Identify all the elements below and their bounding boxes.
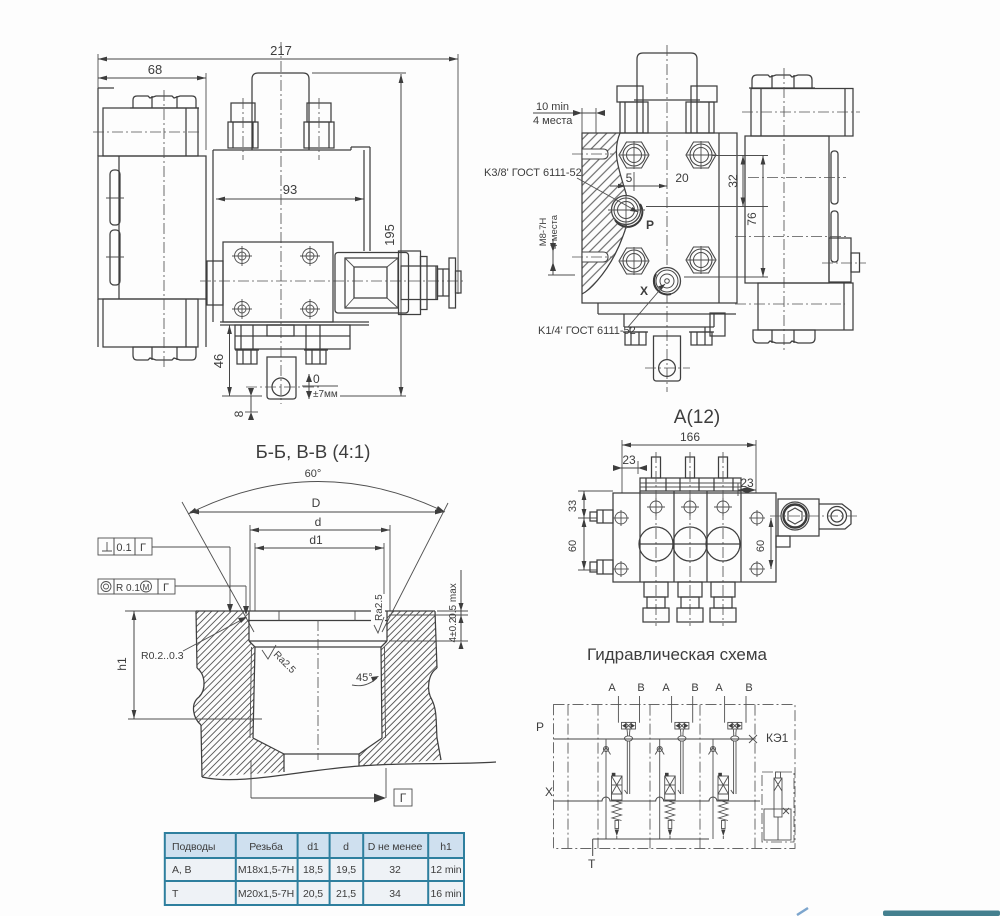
svg-text:34: 34 bbox=[389, 888, 401, 900]
svg-text:33: 33 bbox=[567, 500, 579, 512]
svg-text:76: 76 bbox=[745, 212, 759, 226]
svg-text:A: A bbox=[662, 682, 670, 694]
svg-text:h1: h1 bbox=[440, 841, 452, 853]
svg-text:46: 46 bbox=[211, 354, 226, 368]
svg-text:A: A bbox=[715, 682, 723, 694]
svg-text:K3/8' ГОСТ 6111-52: K3/8' ГОСТ 6111-52 bbox=[484, 167, 582, 179]
svg-text:M20x1,5-7H: M20x1,5-7H bbox=[238, 888, 294, 900]
svg-text:Гидравлическая схема: Гидравлическая схема bbox=[587, 645, 768, 664]
svg-text:А(12): А(12) bbox=[674, 407, 720, 428]
svg-text:10 min: 10 min bbox=[536, 101, 569, 113]
svg-text:45°: 45° bbox=[356, 672, 373, 684]
svg-text:Подводы: Подводы bbox=[172, 841, 215, 853]
svg-text:60: 60 bbox=[755, 540, 767, 552]
svg-text:P: P bbox=[646, 218, 654, 232]
svg-text:d1: d1 bbox=[309, 533, 323, 547]
svg-text:60°: 60° bbox=[305, 468, 322, 480]
svg-text:19,5: 19,5 bbox=[336, 864, 356, 876]
svg-text:M: M bbox=[143, 583, 150, 592]
svg-text:32: 32 bbox=[726, 174, 740, 188]
svg-text:20: 20 bbox=[675, 171, 689, 185]
svg-text:T: T bbox=[172, 888, 179, 900]
svg-text:B: B bbox=[691, 682, 698, 694]
svg-text:4 места: 4 места bbox=[533, 115, 573, 127]
svg-text:12 min: 12 min bbox=[431, 864, 462, 876]
svg-text:M18x1,5-7H: M18x1,5-7H bbox=[238, 864, 294, 876]
svg-text:0.5 max: 0.5 max bbox=[448, 583, 459, 619]
svg-text:166: 166 bbox=[680, 430, 700, 444]
svg-text:60: 60 bbox=[567, 540, 579, 552]
svg-text:X: X bbox=[640, 284, 648, 298]
svg-text:R0.2..0.3: R0.2..0.3 bbox=[141, 650, 184, 662]
svg-text:4 места: 4 места bbox=[549, 214, 560, 249]
svg-text:d: d bbox=[315, 515, 322, 529]
svg-text:5: 5 bbox=[626, 171, 633, 185]
svg-text:D: D bbox=[312, 496, 321, 510]
svg-text:0.1: 0.1 bbox=[116, 542, 131, 554]
svg-text:4±0.2: 4±0.2 bbox=[448, 617, 459, 642]
svg-text:B: B bbox=[745, 682, 752, 694]
svg-text:68: 68 bbox=[148, 62, 162, 77]
svg-text:d: d bbox=[343, 841, 349, 853]
svg-text:21,5: 21,5 bbox=[336, 888, 356, 900]
svg-text:Г: Г bbox=[140, 542, 146, 554]
svg-text:195: 195 bbox=[382, 224, 397, 246]
svg-text:P: P bbox=[536, 720, 544, 734]
svg-text:X: X bbox=[545, 785, 553, 799]
svg-text:23: 23 bbox=[740, 476, 754, 490]
svg-text:A, B: A, B bbox=[172, 864, 192, 876]
svg-text:Резьба: Резьба bbox=[249, 841, 283, 853]
svg-text:18,5: 18,5 bbox=[303, 864, 323, 876]
svg-text:16 min: 16 min bbox=[431, 888, 462, 900]
svg-text:D не менее: D не менее bbox=[368, 841, 423, 853]
svg-text:93: 93 bbox=[283, 182, 297, 197]
svg-text:Б-Б, В-В (4:1): Б-Б, В-В (4:1) bbox=[256, 441, 371, 462]
svg-text:КЭ1: КЭ1 bbox=[766, 731, 789, 745]
svg-text:32: 32 bbox=[389, 864, 401, 876]
svg-text:d1: d1 bbox=[307, 841, 319, 853]
svg-text:8: 8 bbox=[232, 410, 246, 417]
svg-text:Ra2.5: Ra2.5 bbox=[374, 594, 385, 621]
svg-text:Г: Г bbox=[400, 791, 407, 805]
svg-text:B: B bbox=[637, 682, 644, 694]
svg-text:K1/4' ГОСТ 6111-52: K1/4' ГОСТ 6111-52 bbox=[538, 325, 636, 337]
svg-text:М8-7Н: М8-7Н bbox=[538, 218, 549, 247]
svg-text:A: A bbox=[608, 682, 616, 694]
svg-text:23: 23 bbox=[622, 453, 636, 467]
svg-text:T: T bbox=[588, 857, 596, 871]
svg-text:20,5: 20,5 bbox=[303, 888, 323, 900]
svg-text:±7мм: ±7мм bbox=[313, 389, 338, 400]
svg-text:0: 0 bbox=[313, 372, 320, 386]
svg-text:Г: Г bbox=[163, 582, 169, 594]
svg-text:R 0.1: R 0.1 bbox=[116, 583, 140, 594]
svg-text:h1: h1 bbox=[115, 657, 129, 671]
